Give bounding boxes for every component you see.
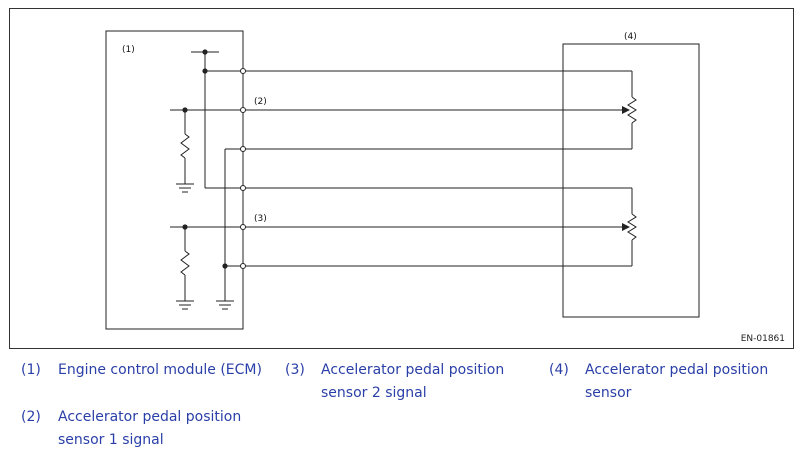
sensor-label: (4) — [624, 32, 637, 42]
legend-item-sensor-2-signal: (3) Accelerator pedal position sensor 2 … — [285, 359, 525, 407]
pulldown-resistor-1 — [180, 133, 190, 159]
legend-number: (2) — [21, 409, 41, 425]
sensor-box — [562, 43, 700, 318]
legend-text: Engine control module (ECM) — [58, 362, 262, 378]
legend-number: (4) — [549, 362, 569, 378]
legend-text: Accelerator pedal position sensor 1 sign… — [58, 409, 242, 448]
legend-number: (3) — [285, 362, 305, 378]
pulldown-resistor-2 — [180, 250, 190, 276]
legend-item-sensor-1-signal: (2) Accelerator pedal position sensor 1 … — [21, 406, 281, 454]
legend-number: (1) — [21, 362, 41, 378]
signal-1-label: (2) — [254, 97, 267, 107]
ground-symbol-1 — [176, 183, 194, 193]
connector-terminals — [240, 68, 246, 269]
wires — [170, 51, 637, 310]
wiper-arrow-1 — [622, 106, 630, 114]
legend-item-sensor: (4) Accelerator pedal position sensor — [549, 359, 789, 407]
legend-text: Accelerator pedal position sensor — [585, 362, 769, 401]
junction-dots — [182, 49, 228, 269]
figure-code: EN-01861 — [740, 334, 785, 344]
wiring-diagram: (1) (4) — [105, 30, 700, 330]
ground-symbol-3 — [216, 300, 234, 310]
legend-item-ecm: (1) Engine control module (ECM) — [21, 359, 281, 383]
legend-text: Accelerator pedal position sensor 2 sign… — [321, 362, 505, 401]
ground-symbol-2 — [176, 300, 194, 310]
signal-2-label: (3) — [254, 214, 267, 224]
ecm-label: (1) — [122, 45, 135, 55]
ecm-box — [105, 30, 244, 330]
potentiometer-2 — [627, 213, 637, 241]
wiper-arrow-2 — [622, 223, 630, 231]
potentiometer-1 — [627, 96, 637, 124]
diagram-frame: (1) (4) — [9, 8, 794, 349]
